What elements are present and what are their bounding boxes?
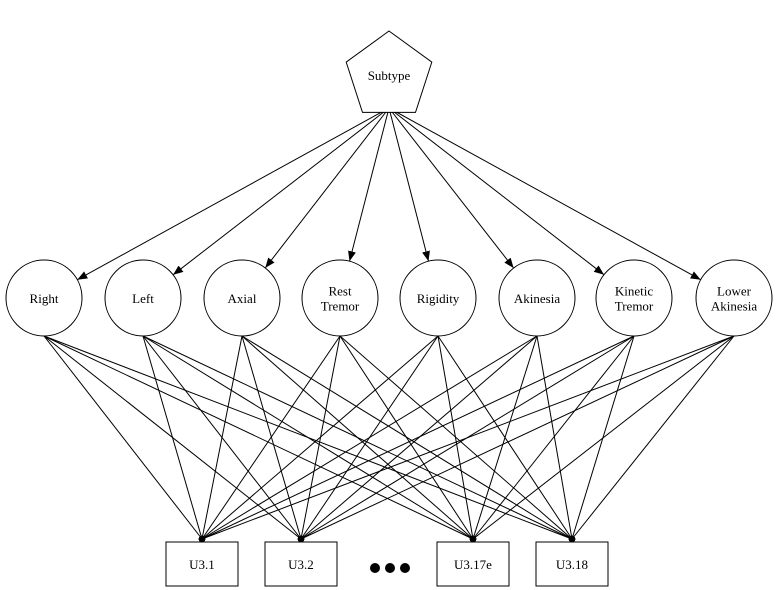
left-label-line-1: Left	[132, 291, 154, 306]
edge-left-to-u3-1	[142, 335, 206, 543]
edge-subtype-to-axial	[264, 107, 390, 269]
edge-akinesia-to-u3-18	[536, 335, 576, 543]
edge-kinetic-tremor-to-u3-17e	[469, 335, 635, 543]
edge-subtype-to-left	[172, 107, 390, 276]
edges-layer	[43, 107, 735, 543]
lower-akinesia-circle	[695, 259, 773, 337]
node-akinesia: Akinesia	[498, 259, 576, 337]
kinetic-tremor-circle	[595, 259, 673, 337]
node-right: Right	[5, 259, 83, 337]
edge-kinetic-tremor-to-u3-1	[198, 335, 635, 543]
kinetic-tremor-label-line-2: Tremor	[615, 299, 654, 314]
u3-17e-box	[436, 541, 510, 587]
edge-rigidity-to-u3-17e	[437, 335, 477, 543]
edge-axial-to-u3-1	[198, 335, 243, 543]
u3-17e-label: U3.17e	[454, 557, 492, 572]
ellipsis	[370, 563, 410, 573]
node-left: Left	[104, 259, 182, 337]
u3-1-box	[165, 541, 239, 587]
kinetic-tremor-label-line-1: Kinetic	[615, 284, 653, 299]
u3-2-box	[264, 541, 338, 587]
akinesia-label-line-1: Akinesia	[514, 291, 560, 306]
edge-subtype-to-right	[77, 107, 390, 281]
edge-lower-akinesia-to-u3-1	[198, 335, 735, 543]
rest-tremor-circle	[301, 259, 379, 337]
edge-akinesia-to-u3-1	[198, 335, 538, 543]
akinesia-circle	[498, 259, 576, 337]
rest-tremor-label-line-2: Tremor	[321, 299, 360, 314]
edge-subtype-to-rigidity	[388, 107, 430, 262]
subtype-label: Subtype	[368, 68, 411, 83]
edge-left-to-u3-17e	[142, 335, 477, 543]
edge-right-to-u3-1	[43, 335, 206, 543]
node-u3-18: U3.18	[535, 541, 609, 587]
node-subtype: Subtype	[345, 30, 433, 113]
rigidity-circle	[399, 259, 477, 337]
axial-label-line-1: Axial	[228, 291, 257, 306]
node-axial: Axial	[203, 259, 281, 337]
edge-subtype-to-lower-akinesia	[388, 107, 701, 281]
lower-akinesia-label-line-1: Lower	[717, 284, 752, 299]
node-u3-1: U3.1	[165, 541, 239, 587]
edge-subtype-to-rest-tremor	[348, 107, 390, 262]
right-label-line-1: Right	[30, 291, 59, 306]
subtype-pentagon	[345, 30, 433, 113]
node-rigidity: Rigidity	[399, 259, 477, 337]
node-u3-17e: U3.17e	[436, 541, 510, 587]
u3-1-label: U3.1	[189, 557, 215, 572]
edge-subtype-to-akinesia	[388, 107, 514, 269]
edge-lower-akinesia-to-u3-18	[568, 335, 735, 543]
ellipsis-dot-1	[370, 563, 380, 573]
edge-right-to-u3-17e	[43, 335, 477, 543]
edge-subtype-to-kinetic-tremor	[388, 107, 605, 276]
left-circle	[104, 259, 182, 337]
u3-18-box	[535, 541, 609, 587]
edge-lower-akinesia-to-u3-2	[297, 335, 735, 543]
ellipsis-dot-2	[385, 563, 395, 573]
rigidity-label-line-1: Rigidity	[417, 291, 460, 306]
u3-18-label: U3.18	[556, 557, 588, 572]
u3-2-label: U3.2	[288, 557, 314, 572]
right-circle	[5, 259, 83, 337]
edge-lower-akinesia-to-u3-17e	[469, 335, 735, 543]
edge-rest-tremor-to-u3-1	[198, 335, 341, 543]
axial-circle	[203, 259, 281, 337]
ellipsis-dot-3	[400, 563, 410, 573]
edge-rigidity-to-u3-1	[198, 335, 439, 543]
node-u3-2: U3.2	[264, 541, 338, 587]
edge-rest-tremor-to-u3-17e	[339, 335, 477, 543]
edge-axial-to-u3-17e	[241, 335, 477, 543]
rest-tremor-label-line-1: Rest	[328, 284, 352, 299]
edge-akinesia-to-u3-17e	[469, 335, 538, 543]
lower-akinesia-label-line-2: Akinesia	[711, 299, 757, 314]
